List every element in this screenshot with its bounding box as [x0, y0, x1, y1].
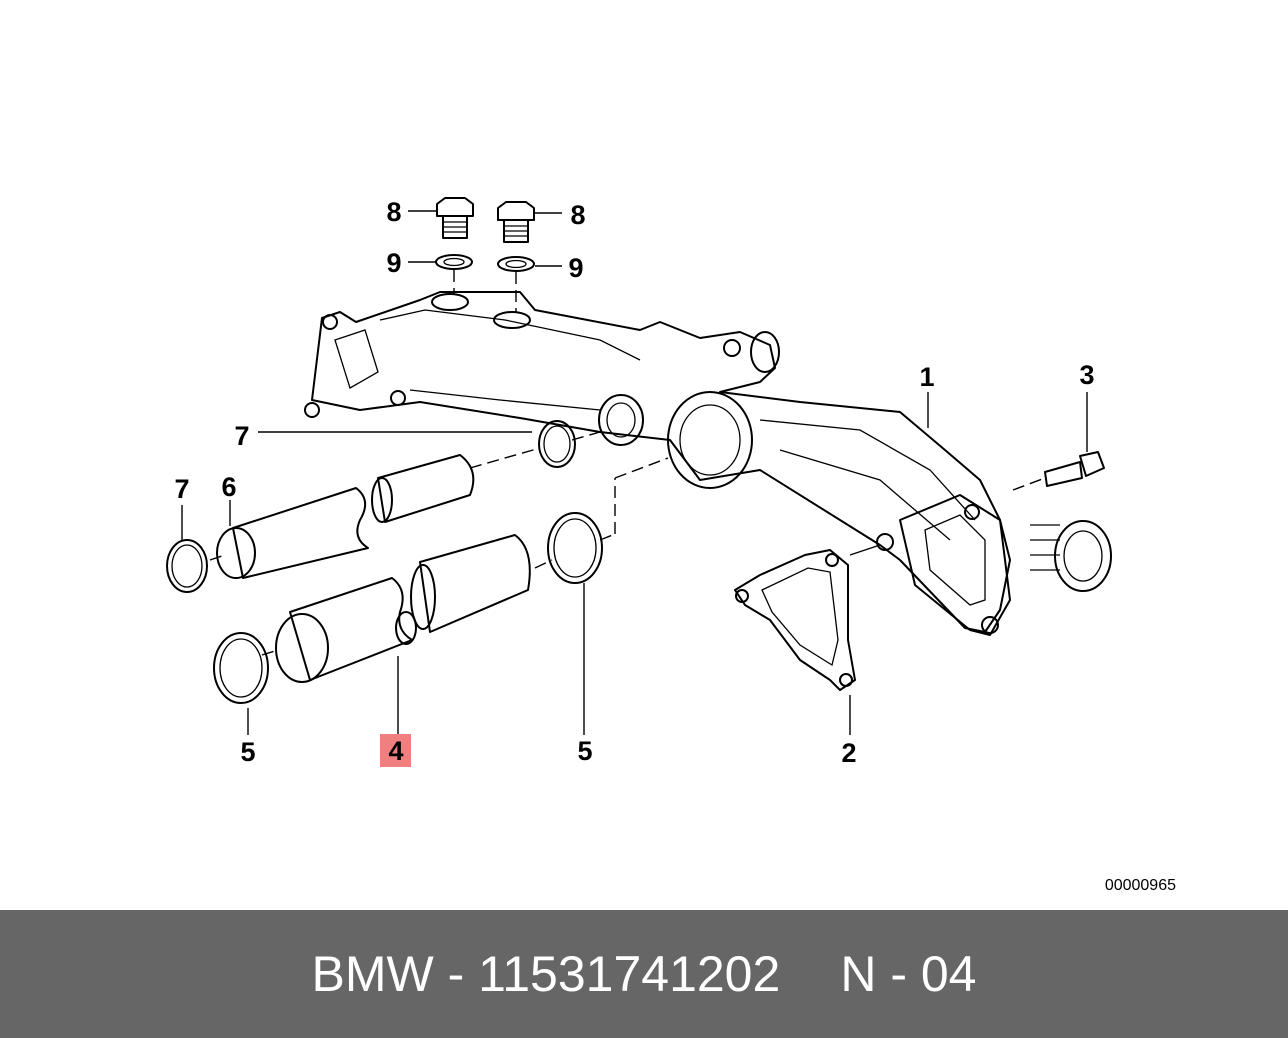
footer-bar: BMW - 11531741202 N - 04 — [0, 910, 1288, 1038]
pipe-4 — [275, 534, 531, 683]
label-8-right: 8 — [570, 200, 585, 230]
bolt — [1044, 451, 1105, 487]
washer-right — [497, 256, 535, 272]
plug-right — [497, 201, 535, 243]
label-4: 4 — [388, 736, 403, 766]
footer-part-number: BMW - 11531741202 — [311, 946, 781, 1002]
seal-ring-7-left — [166, 539, 208, 593]
label-3: 3 — [1079, 360, 1094, 390]
label-6: 6 — [221, 472, 236, 502]
label-5-left: 5 — [240, 737, 255, 767]
seal-ring-7-upper — [538, 420, 576, 468]
label-7-left: 7 — [174, 474, 189, 504]
label-8-left: 8 — [386, 197, 401, 227]
label-5-right: 5 — [577, 736, 592, 766]
leader-lines — [181, 210, 1088, 735]
diagram-code: 00000965 — [1105, 877, 1176, 894]
label-2: 2 — [841, 738, 856, 768]
pipe-6 — [216, 454, 475, 579]
seal-ring-5-right — [547, 512, 603, 584]
label-9-right: 9 — [568, 253, 583, 283]
washer-left — [435, 254, 473, 270]
label-1: 1 — [919, 362, 934, 392]
seal-ring-5-left — [213, 632, 269, 704]
label-7-upper: 7 — [234, 421, 249, 451]
highlight-box — [380, 734, 411, 767]
gasket — [734, 549, 856, 691]
parts-diagram: 8 8 9 9 1 3 7 7 6 5 4 5 2 00000965 — [166, 197, 1176, 894]
label-9-left: 9 — [386, 248, 401, 278]
plug-left — [436, 197, 474, 239]
coolant-manifold — [304, 291, 1112, 636]
footer-page: N - 04 — [840, 946, 977, 1002]
